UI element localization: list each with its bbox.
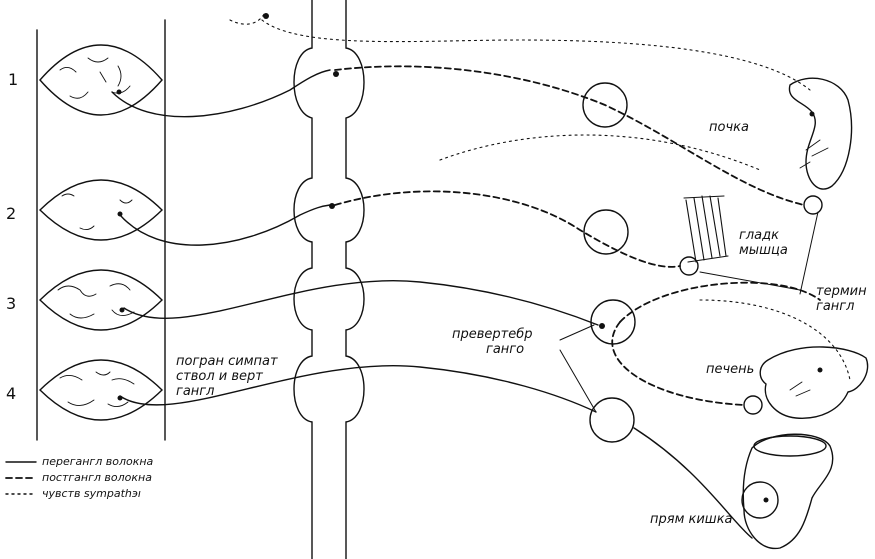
terminal-ganglion-kidney [804,196,822,214]
legend-dotted-label: чувств sympathэı [42,487,141,500]
liver-label: печень [706,362,754,377]
cord-section-4 [40,360,162,420]
sensory-fibers [230,12,850,380]
cord-section-2 [40,180,162,240]
legend-dashed-label: постгангл волокна [42,471,152,484]
kidney-label: почка [709,120,749,135]
rectum-label: прям кишка [650,512,733,527]
rectum-organ [742,434,833,548]
sympathetic-trunk [294,0,364,559]
prevertebral-label: превертебр ганго [452,327,533,357]
segment-number-4: 4 [6,384,16,403]
kidney-organ [789,78,851,189]
cord-section-3 [40,270,162,330]
cord-section-1 [40,45,162,115]
legend-solid-label: перегангл волокна [42,455,153,468]
segment-number-2: 2 [6,204,16,223]
smooth-muscle-organ [684,196,728,262]
prevertebral-ganglion-4 [590,398,634,442]
prevertebral-ganglion-3 [591,300,635,344]
prevertebral-ganglion-2 [584,210,628,254]
liver-organ [760,347,867,418]
terminal-ganglion-liver [744,396,762,414]
preganglionic-fibers [112,70,752,538]
segment-number-3: 3 [6,294,16,313]
smooth-muscle-label: гладк мышца [739,228,788,258]
terminal-label: термин гангл [816,284,867,314]
trunk-label: погран симпат ствол и верт гангл [176,354,278,399]
segment-number-1: 1 [8,70,18,89]
